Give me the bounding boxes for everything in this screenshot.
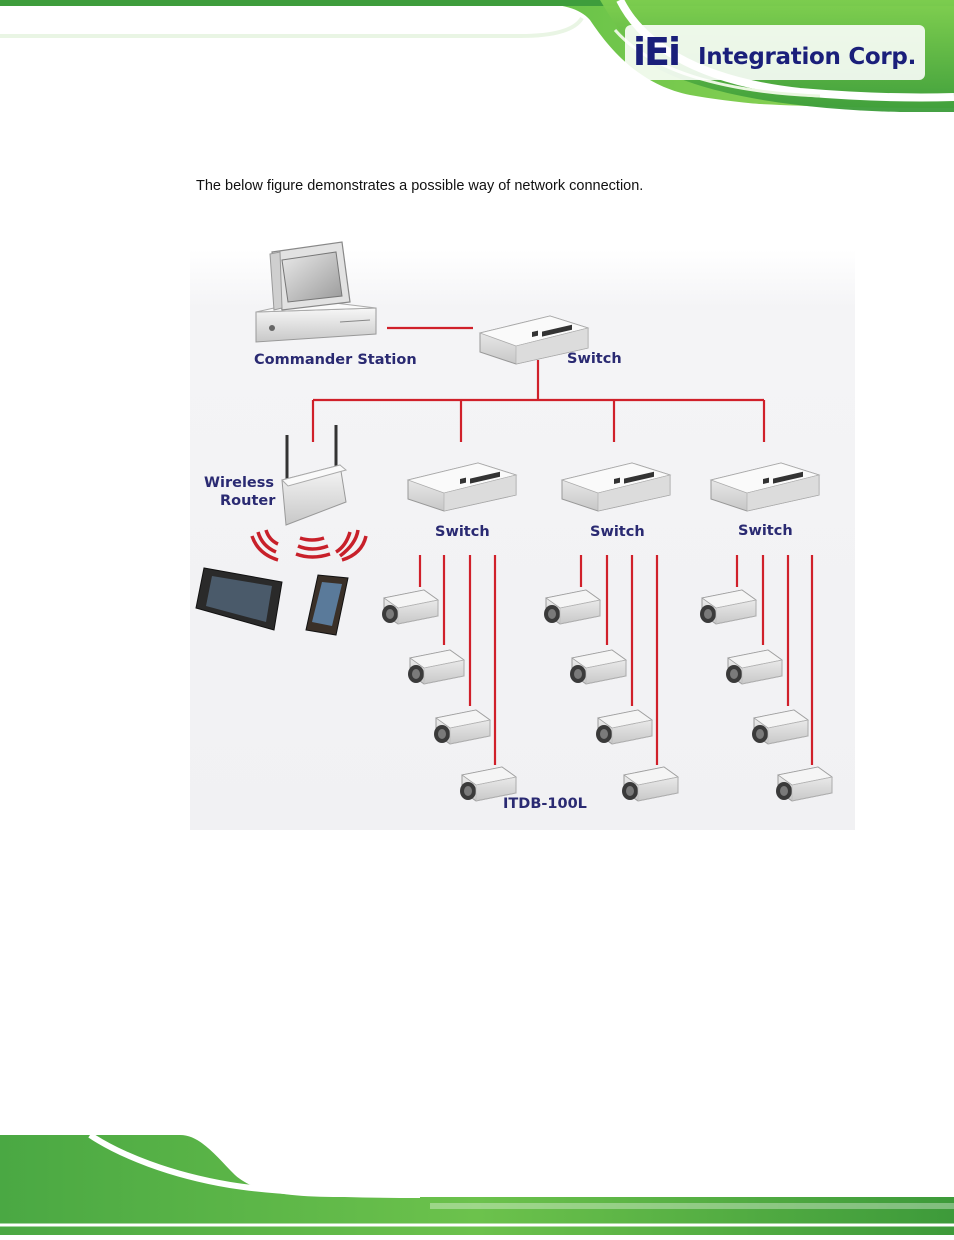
switch-1-label: Switch bbox=[435, 524, 490, 540]
switch-3-label: Switch bbox=[738, 523, 793, 539]
wireless-router-icon bbox=[281, 425, 348, 526]
device-label: ITDB-100L bbox=[503, 796, 587, 812]
page-header: iEi Integration Corp. bbox=[0, 0, 954, 112]
wireless-signal-icon bbox=[250, 529, 368, 562]
page-footer bbox=[0, 1132, 954, 1235]
commander-station-icon bbox=[255, 241, 377, 343]
main-switch-label: Switch bbox=[567, 351, 622, 367]
switch-2-label: Switch bbox=[590, 524, 645, 540]
company-name: Integration Corp. bbox=[698, 44, 917, 70]
connection-lines bbox=[311, 326, 814, 765]
commander-station-label: Commander Station bbox=[254, 352, 417, 368]
iei-logo-icon: iEi bbox=[633, 30, 681, 74]
wireless-router-label-line1: Wireless bbox=[204, 475, 274, 491]
smartphone-icon bbox=[305, 574, 349, 636]
network-diagram: Commander Station Switch Wireless Router… bbox=[190, 230, 855, 830]
intro-text: The below figure demonstrates a possible… bbox=[196, 178, 644, 194]
footer-banner bbox=[0, 1132, 954, 1235]
header-banner bbox=[0, 0, 954, 112]
tablet-icon bbox=[195, 567, 283, 631]
wireless-router-label-line2: Router bbox=[220, 493, 276, 509]
